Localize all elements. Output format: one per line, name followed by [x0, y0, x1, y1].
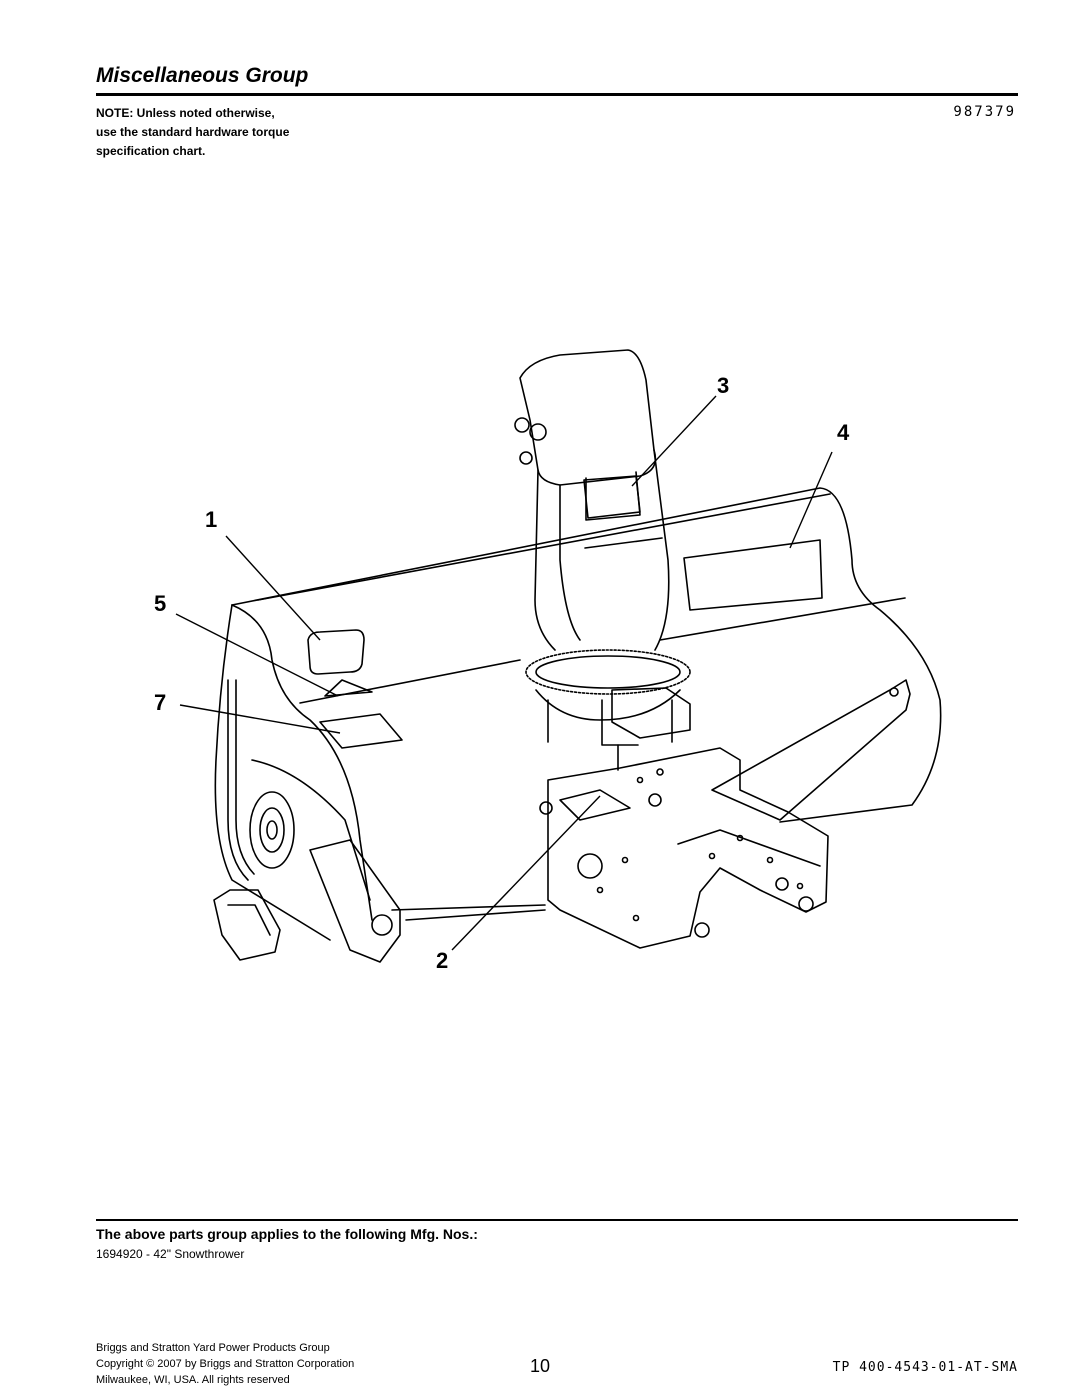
callout-number: 3 [717, 373, 730, 398]
footer-line: Copyright © 2007 by Briggs and Stratton … [96, 1358, 355, 1370]
callout-number: 5 [154, 591, 167, 616]
callout-number: 7 [154, 690, 167, 715]
callout-number: 1 [205, 507, 218, 532]
callout-number: 4 [837, 420, 850, 445]
title-rule [96, 93, 1018, 96]
footer-copyright: Briggs and Stratton Yard Power Products … [96, 1340, 354, 1388]
footer-line: Milwaukee, WI, USA. All rights reserved [96, 1374, 290, 1386]
applies-rule [96, 1219, 1018, 1221]
mfg-number-item: 1694920 - 42" Snowthrower [96, 1247, 245, 1261]
page-number: 10 [530, 1356, 551, 1376]
note-line: use the standard hardware torque [96, 125, 290, 139]
applies-heading: The above parts group applies to the fol… [96, 1226, 478, 1242]
note-line: specification chart. [96, 144, 206, 158]
diagram-part-number: 987379 [953, 104, 1016, 120]
document-id: TP 400-4543-01-AT-SMA [832, 1360, 1018, 1375]
torque-note: NOTE: Unless noted otherwise, use the st… [96, 104, 356, 161]
callout-number: 2 [436, 948, 449, 973]
footer-line: Briggs and Stratton Yard Power Products … [96, 1342, 330, 1354]
page-title: Miscellaneous Group [96, 64, 309, 87]
note-line: NOTE: Unless noted otherwise, [96, 106, 275, 120]
snowthrower-illustration [175, 349, 942, 963]
